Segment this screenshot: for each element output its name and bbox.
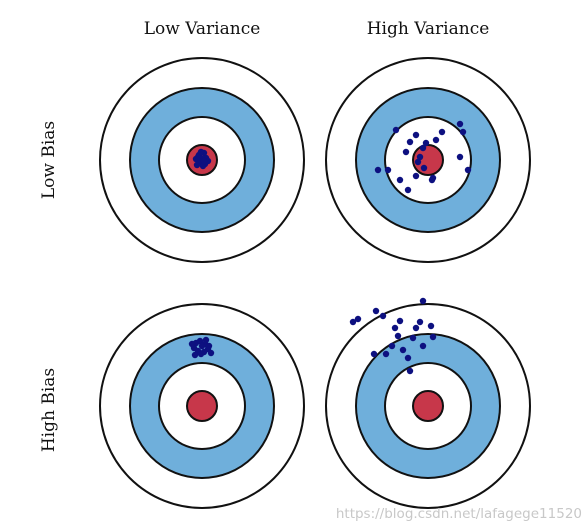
column-label-low-variance: Low Variance	[144, 19, 261, 39]
hit-dot	[464, 166, 472, 174]
hit-dot	[202, 336, 210, 344]
hit-dot	[404, 354, 412, 362]
hit-dot	[188, 340, 196, 348]
hit-dot	[207, 349, 215, 357]
hit-dot	[199, 162, 207, 170]
hit-dot	[406, 367, 414, 375]
hit-dot	[191, 351, 199, 359]
hit-dot	[391, 324, 399, 332]
hit-dot	[404, 186, 412, 194]
hit-dot	[429, 174, 437, 182]
hit-dot	[427, 322, 435, 330]
hit-dot	[419, 144, 427, 152]
hit-dot	[197, 148, 205, 156]
column-label-high-variance: High Variance	[367, 19, 490, 39]
hit-dot	[414, 158, 422, 166]
hit-dot	[412, 324, 420, 332]
hit-dot	[205, 342, 213, 350]
hit-dot	[412, 172, 420, 180]
target-low-bias-low-variance	[99, 57, 305, 263]
hit-dot	[416, 318, 424, 326]
hit-dot	[438, 128, 446, 136]
hit-dot	[354, 315, 362, 323]
hit-dot	[422, 139, 430, 147]
hit-dot	[420, 164, 428, 172]
hit-dot	[384, 166, 392, 174]
hit-dot	[459, 128, 467, 136]
hit-dot	[409, 334, 417, 342]
hit-dot	[419, 297, 427, 305]
hit-dot	[349, 318, 357, 326]
target-high-bias-low-variance	[99, 303, 305, 509]
hit-dot	[388, 342, 396, 350]
bullseye	[186, 390, 218, 422]
hit-dot	[429, 333, 437, 341]
hit-dot	[394, 332, 402, 340]
hit-dot	[379, 312, 387, 320]
hit-dot	[396, 176, 404, 184]
hit-dot	[200, 157, 208, 165]
hit-dot	[197, 350, 205, 358]
hit-dot	[412, 131, 420, 139]
hit-dot	[399, 346, 407, 354]
bullseye	[412, 390, 444, 422]
hit-dot	[196, 337, 204, 345]
target-high-bias-high-variance	[325, 297, 531, 509]
hit-dot	[372, 307, 380, 315]
hit-dot	[432, 136, 440, 144]
hit-dot	[198, 342, 206, 350]
hit-dot	[382, 350, 390, 358]
hit-dot	[193, 161, 201, 169]
hit-dot	[406, 138, 414, 146]
hit-dot	[374, 166, 382, 174]
row-label-high-bias: High Bias	[39, 368, 59, 452]
hit-dot	[456, 153, 464, 161]
target-low-bias-high-variance	[325, 57, 531, 263]
hit-dot	[402, 148, 410, 156]
watermark-text: https://blog.csdn.net/lafagege11520	[336, 506, 582, 522]
hit-dot	[194, 153, 202, 161]
hit-dot	[396, 317, 404, 325]
row-label-low-bias: Low Bias	[39, 121, 59, 199]
hit-dot	[416, 153, 424, 161]
hit-dot	[419, 342, 427, 350]
hit-dot	[456, 120, 464, 128]
hit-dot	[370, 350, 378, 358]
hit-dot	[392, 126, 400, 134]
